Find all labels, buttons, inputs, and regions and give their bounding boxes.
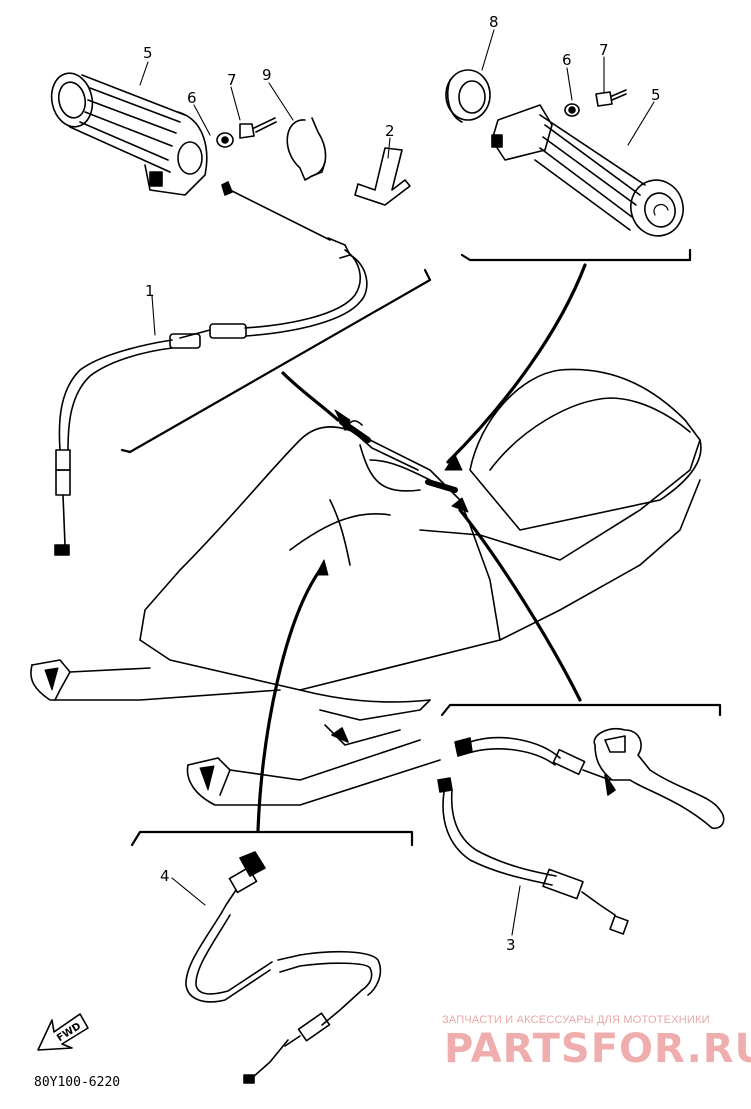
collar-part-8 — [445, 69, 491, 123]
callout-5-left: 5 — [143, 44, 153, 62]
callout-6-right: 6 — [562, 51, 572, 69]
callout-3: 3 — [506, 936, 516, 954]
callout-9: 9 — [262, 66, 272, 84]
snowmobile-body — [30, 368, 702, 806]
grip-left-part-5 — [50, 72, 208, 196]
callout-leaders — [139, 29, 655, 936]
callout-5-right: 5 — [651, 86, 661, 104]
washer-left-part-6 — [216, 132, 234, 148]
leader-arrows — [256, 263, 587, 832]
diagram-code: 80Y100-6220 — [34, 1075, 121, 1090]
callout-1: 1 — [145, 282, 155, 300]
right-blowup-bracket — [460, 248, 692, 262]
screw-right-part-7 — [595, 89, 627, 107]
callout-7-right: 7 — [599, 41, 609, 59]
cable-bracket-3 — [440, 703, 722, 717]
cable-part-4 — [185, 851, 382, 1084]
clip-part-9 — [286, 117, 327, 181]
watermark-caption: ЗАПЧАСТИ И АКСЕССУАРЫ ДЛЯ МОТОТЕХНИКИ — [442, 1014, 710, 1026]
fwd-arrow-icon — [37, 1013, 89, 1051]
screw-left-part-7 — [239, 117, 277, 139]
watermark-logo: PARTSFOR.RU — [444, 1026, 751, 1072]
callout-8: 8 — [489, 13, 499, 31]
cable-bracket-4 — [130, 830, 414, 847]
cable-part-1 — [54, 181, 368, 556]
callout-6-left: 6 — [187, 89, 197, 107]
callout-4: 4 — [160, 867, 170, 885]
grip-right-part-5 — [491, 104, 684, 237]
callout-7-left: 7 — [227, 71, 237, 89]
washer-right-part-6 — [564, 103, 580, 117]
brake-lever — [593, 727, 725, 830]
cable-part-3 — [437, 736, 629, 935]
left-blowup-bracket — [120, 268, 432, 454]
callout-numbers: 5 6 7 9 2 8 6 7 5 1 4 3 FWD — [55, 13, 660, 1044]
callout-2: 2 — [385, 122, 395, 140]
holder-part-2 — [354, 147, 411, 206]
